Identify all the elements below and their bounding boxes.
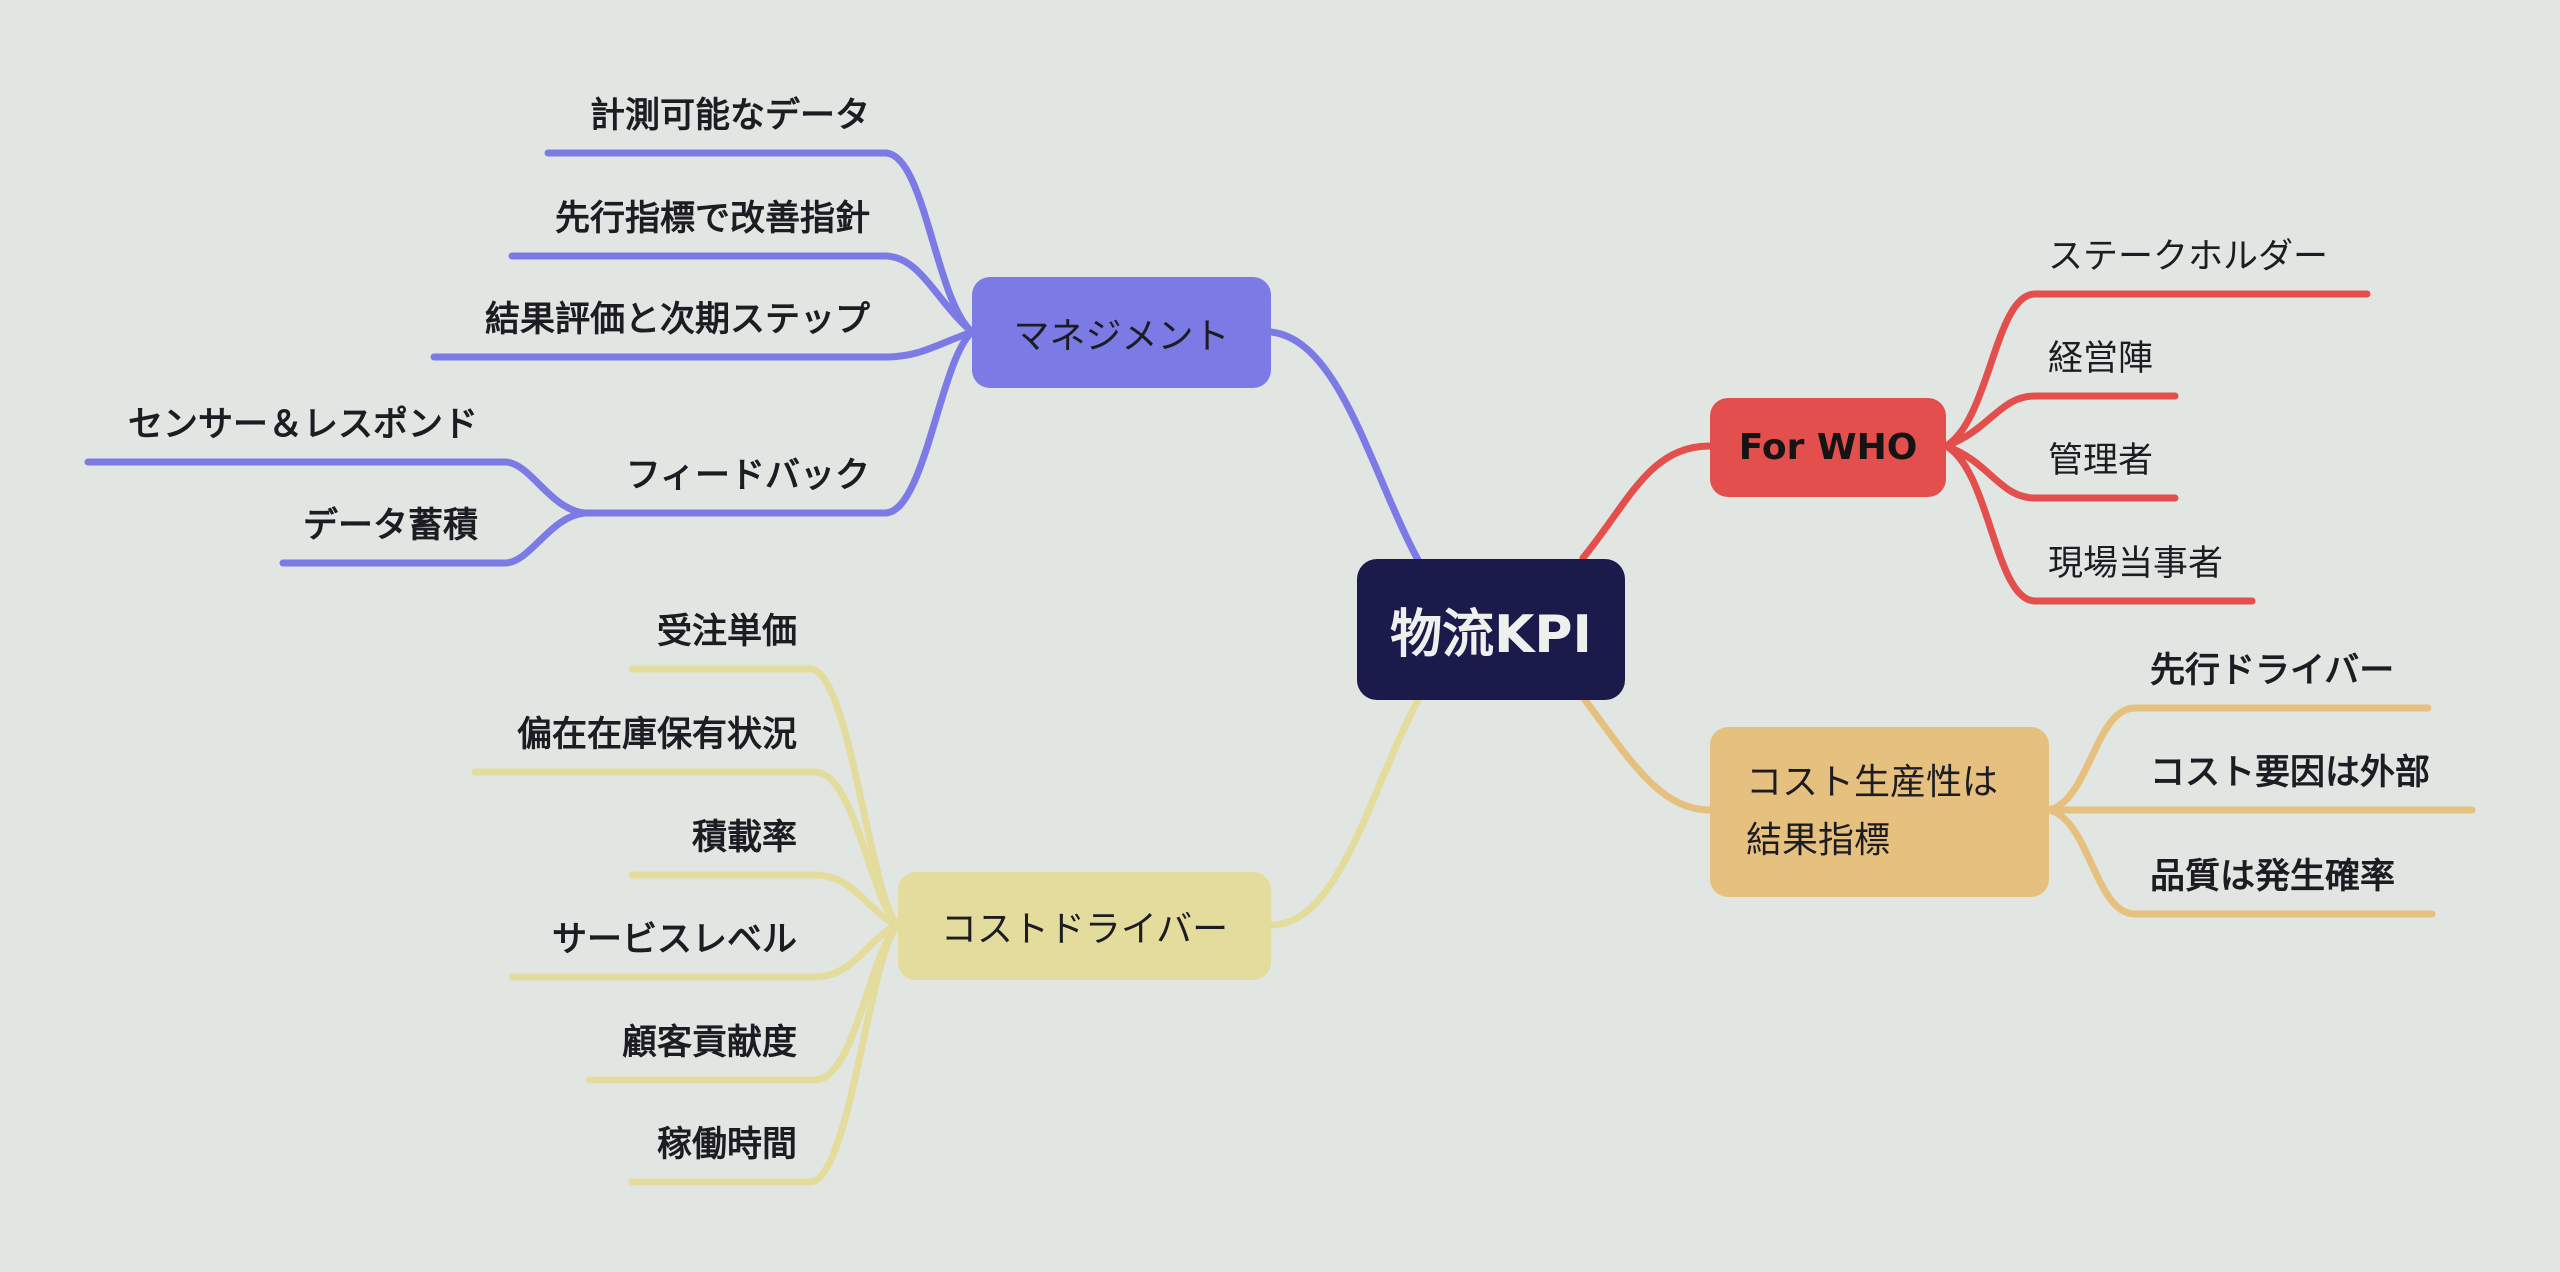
link-who-child-3 (1942, 442, 2179, 502)
link-costprod-child-3 (2045, 806, 2436, 918)
link-root-costprod (1581, 696, 1714, 814)
link-mgmt-child-3 (430, 328, 976, 361)
link-root-management (1267, 328, 1422, 564)
management-child-feedback[interactable]: フィードバック (625, 456, 870, 496)
cost-driver-child-6[interactable]: 稼働時間 (656, 1125, 797, 1165)
management-child-3[interactable]: 結果評価と次期ステップ (484, 300, 870, 340)
management-child-2[interactable]: 先行指標で改善指針 (554, 199, 870, 239)
cost-driver-child-5[interactable]: 顧客貢献度 (621, 1023, 797, 1063)
root-label: 物流KPI (1390, 605, 1592, 665)
cost-driver-child-3[interactable]: 積載率 (691, 818, 797, 858)
management-child-1[interactable]: 計測可能なデータ (589, 96, 870, 136)
cost-driver-child-1[interactable]: 受注単価 (656, 612, 797, 652)
for-who-child-1[interactable]: ステークホルダー (2048, 237, 2329, 277)
link-who-child-4 (1942, 442, 2256, 605)
for-who-child-3[interactable]: 管理者 (2048, 441, 2154, 481)
cost-productivity-child-2[interactable]: コスト要因は外部 (2150, 753, 2431, 793)
cost-productivity-label-line1: コスト生産性は (1746, 762, 1999, 803)
management-node[interactable]: マネジメント (972, 277, 1271, 388)
feedback-child-2[interactable]: データ蓄積 (302, 506, 478, 546)
link-driver-child-2 (471, 768, 902, 929)
link-driver-child-1 (628, 665, 902, 929)
link-driver-child-4 (508, 921, 902, 981)
for-who-label: For WHO (1738, 427, 1918, 468)
cost-driver-label: コストドライバー (940, 909, 1229, 950)
cost-driver-child-2[interactable]: 偏在在庫保有状況 (516, 715, 797, 755)
link-feedback-child-1 (84, 458, 589, 517)
cost-driver-node[interactable]: コストドライバー (898, 872, 1271, 980)
link-costprod-child-1 (2045, 704, 2432, 814)
link-who-child-1 (1942, 290, 2371, 450)
for-who-child-4[interactable]: 現場当事者 (2048, 544, 2224, 584)
root-node[interactable]: 物流KPI (1357, 559, 1625, 700)
cost-driver-child-4[interactable]: サービスレベル (551, 920, 797, 960)
link-driver-child-6 (628, 921, 902, 1186)
link-mgmt-child-2 (508, 252, 976, 336)
link-feedback-child-2 (279, 509, 589, 567)
cost-productivity-label-line2: 結果指標 (1746, 820, 1891, 861)
feedback-child-1[interactable]: センサー＆レスポンド (127, 405, 478, 445)
cost-productivity-child-3[interactable]: 品質は発生確率 (2150, 857, 2396, 897)
link-driver-child-3 (628, 871, 902, 929)
link-root-forwho (1579, 442, 1714, 562)
link-mgmt-child-1 (544, 149, 976, 336)
cost-productivity-node[interactable]: コスト生産性は 結果指標 (1710, 727, 2049, 897)
management-label: マネジメント (1013, 315, 1230, 357)
link-mgmt-child-4 (581, 328, 976, 517)
link-root-driver (1267, 696, 1422, 929)
link-who-child-2 (1942, 392, 2179, 450)
for-who-child-2[interactable]: 経営陣 (2048, 339, 2154, 379)
cost-productivity-child-1[interactable]: 先行ドライバー (2150, 651, 2395, 691)
for-who-node[interactable]: For WHO (1710, 398, 1946, 497)
